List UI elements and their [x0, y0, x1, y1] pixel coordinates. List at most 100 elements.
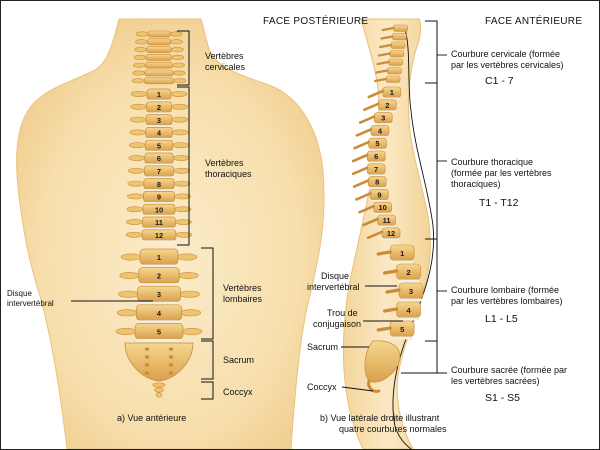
thoracic-number: 12	[155, 231, 163, 240]
curve-cervical-1: Courbure cervicale (formée	[451, 49, 560, 59]
lumbar-process	[120, 253, 142, 261]
intervertebral-disc	[144, 201, 174, 204]
thoracic-process	[173, 167, 190, 174]
thoracic-process	[130, 91, 148, 97]
label-coccyx-right: Coccyx	[307, 382, 337, 392]
lumbar-number: 5	[157, 327, 161, 336]
curve-sacral-range: S1 - S5	[485, 392, 520, 404]
caption-left: a) Vue antérieure	[117, 413, 186, 423]
cervical-process	[171, 47, 184, 53]
cervical-vertebra	[385, 75, 401, 83]
cervical-process	[132, 70, 146, 76]
spinous-process	[367, 89, 385, 99]
intervertebral-disc	[375, 123, 392, 125]
thoracic-number: 2	[157, 103, 161, 112]
lumbar-process	[176, 253, 198, 261]
thoracic-number: 10	[155, 205, 163, 214]
coccyx-bone	[152, 382, 166, 388]
thoracic-process	[128, 167, 145, 174]
thoracic-process	[127, 193, 144, 200]
cervical-process	[173, 78, 187, 84]
curve-thoracic-3: thoraciques)	[451, 179, 501, 189]
thoracic-number: 3	[157, 116, 161, 125]
spinous-process	[381, 26, 395, 32]
thoracic-number: 8	[157, 180, 161, 189]
sacral-foramen	[168, 363, 174, 367]
thoracic-process	[130, 103, 147, 110]
intervertebral-disc	[378, 225, 395, 228]
label-cervical-1: Vertèbres	[205, 51, 244, 61]
curve-cervical-range: C1 - 7	[485, 75, 514, 87]
lumbar-number: 3	[409, 287, 413, 296]
cervical-vertebra	[389, 50, 405, 58]
spinous-process	[375, 69, 389, 74]
intervertebral-disc	[145, 176, 173, 179]
thoracic-process	[175, 231, 193, 238]
intervertebral-disc	[147, 125, 171, 127]
spinous-process	[385, 288, 401, 294]
thoracic-number: 4	[378, 126, 383, 135]
intervertebral-disc	[139, 283, 179, 286]
intervertebral-disc	[368, 174, 385, 177]
label-disc-left-2: intervertébral	[7, 299, 54, 308]
intervertebral-disc	[141, 264, 177, 268]
spinous-process	[358, 115, 376, 124]
intervertebral-disc	[391, 336, 414, 340]
lumbar-process	[118, 290, 139, 298]
thoracic-number: 8	[375, 178, 379, 187]
lumbar-number: 2	[406, 268, 410, 277]
thoracic-process	[126, 206, 144, 213]
label-lumbar-2: lombaires	[223, 294, 263, 304]
leader-coccyx-right	[341, 386, 374, 392]
lumbar-process	[181, 327, 203, 335]
cervical-vertebra	[144, 69, 174, 77]
spinous-process	[352, 179, 370, 188]
cervical-process	[133, 62, 146, 68]
lumbar-number: 2	[157, 272, 161, 281]
header-anterior: FACE ANTÉRIEURE	[485, 14, 582, 27]
curve-sacral-1: Courbure sacrée (formée par	[451, 365, 567, 375]
bracket-thoracic	[177, 86, 190, 246]
cervical-process	[169, 31, 183, 37]
spinous-process	[376, 60, 390, 66]
thoracic-process	[125, 231, 143, 238]
thoracic-process	[128, 142, 146, 149]
intervertebral-disc	[136, 338, 182, 342]
caption-right-1: b) Vue latérale droite illustrant	[320, 413, 440, 423]
curve-cervical-2: par les vertèbres cervicales)	[451, 60, 564, 70]
thoracic-process	[172, 155, 190, 161]
cervical-vertebra	[388, 58, 403, 66]
lumbar-number: 1	[157, 253, 161, 262]
lumbar-process	[119, 272, 141, 280]
cervical-vertebra	[145, 61, 173, 69]
spinous-process	[363, 102, 380, 112]
label-cervical-2: cervicales	[205, 62, 246, 72]
label-thoracic-1: Vertèbres	[205, 158, 244, 168]
header-posterior: FACE POSTÉRIEURE	[263, 14, 368, 27]
cervical-process	[170, 39, 183, 45]
intervertebral-disc	[145, 163, 173, 166]
sacrum-bone	[364, 340, 401, 383]
intervertebral-disc	[379, 110, 396, 113]
cervical-vertebra	[390, 41, 406, 49]
intervertebral-disc	[391, 260, 414, 264]
thoracic-process	[173, 180, 191, 187]
cervical-vertebra	[393, 24, 409, 32]
thoracic-process	[172, 129, 189, 136]
lumbar-process	[116, 309, 138, 317]
cervical-vertebra	[387, 67, 402, 75]
spinous-process	[380, 35, 394, 40]
back-contour	[392, 28, 435, 449]
curve-thoracic-1: Courbure thoracique	[451, 157, 533, 167]
cervical-vertebra	[147, 38, 171, 46]
sacral-foramen	[144, 347, 150, 351]
label-thoracic-2: thoraciques	[205, 169, 252, 179]
spinous-process	[362, 217, 379, 227]
lumbar-number: 5	[400, 325, 404, 334]
cervical-vertebra	[143, 77, 175, 85]
intervertebral-disc	[369, 187, 386, 189]
